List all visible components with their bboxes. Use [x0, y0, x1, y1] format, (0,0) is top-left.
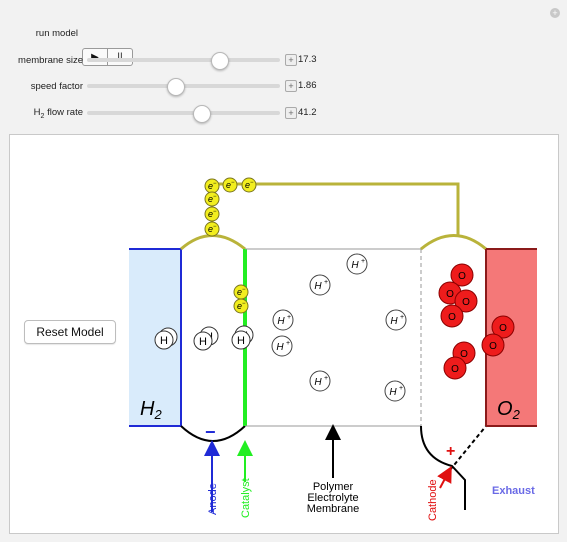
h2-flow-rate-slider[interactable] [87, 105, 280, 123]
membrane-size-slider-thumb[interactable] [210, 52, 229, 70]
h2-flow-rate-label: H2 flow rate [33, 106, 83, 120]
pause-icon: || [117, 51, 123, 63]
membrane-size-slider[interactable] [87, 52, 280, 70]
speed-factor-slider-thumb[interactable] [166, 78, 185, 96]
speed-factor-expand-icon[interactable]: + [285, 80, 297, 92]
h2-flow-rate-value: 41.2 [298, 107, 317, 118]
membrane-size-row: membrane size + 17.3 [0, 50, 567, 70]
settings-plus-icon[interactable]: + [550, 8, 560, 18]
h2-flow-rate-expand-icon[interactable]: + [285, 107, 297, 119]
speed-factor-row: speed factor + 1.86 [0, 76, 567, 96]
membrane-size-label: membrane size [18, 54, 83, 66]
h2-flow-rate-slider-thumb[interactable] [193, 105, 212, 123]
play-icon: ▶ [91, 51, 99, 63]
speed-factor-label: speed factor [30, 80, 83, 92]
reset-model-button[interactable]: Reset Model [24, 320, 116, 344]
run-model-row: run model ▶ || [0, 23, 567, 66]
control-panel: + run model ▶ || membrane size + 17.3 sp… [0, 0, 567, 132]
run-model-label: run model [35, 27, 78, 39]
h2-flow-rate-row: H2 flow rate + 41.2 [0, 103, 567, 123]
membrane-size-value: 17.3 [298, 54, 317, 65]
membrane-size-expand-icon[interactable]: + [285, 54, 297, 66]
speed-factor-value: 1.86 [298, 80, 317, 91]
speed-factor-slider[interactable] [87, 78, 280, 96]
